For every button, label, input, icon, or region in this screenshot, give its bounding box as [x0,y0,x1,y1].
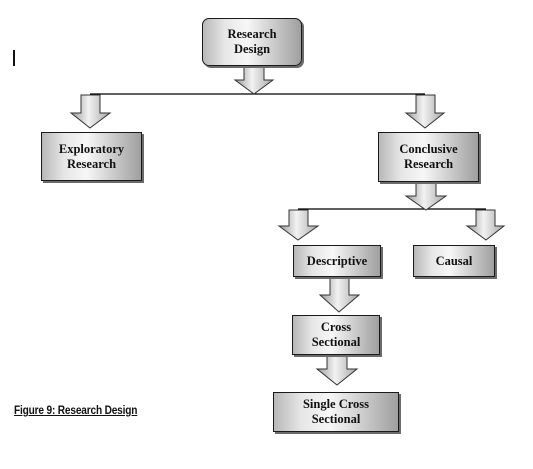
node-research-design-label: Research Design [227,27,277,56]
arrow-to-causal [465,209,506,241]
node-research-design: Research Design [202,18,302,66]
node-descriptive: Descriptive [293,245,381,277]
arrow-to-exploratory [69,94,112,129]
node-causal: Causal [413,245,495,277]
figure-caption: Figure 9: Research Design [14,405,138,417]
arrow-conclusive-down [404,181,448,211]
arrow-to-descriptive [277,209,320,241]
node-single-cross-sectional-label: Single Cross Sectional [302,397,370,426]
node-causal-label: Causal [435,253,473,268]
node-exploratory-research-label: Exploratory Research [58,141,125,171]
node-exploratory-research: Exploratory Research [41,132,142,181]
arrow-to-single-cross-sectional [315,354,359,386]
node-descriptive-label: Descriptive [306,253,368,268]
node-conclusive-research: Conclusive Research [378,132,479,182]
arrow-to-cross-sectional [318,277,361,313]
arrow-to-conclusive [404,94,446,129]
node-cross-sectional: Cross Sectional [292,315,380,355]
node-cross-sectional-label: Cross Sectional [311,320,361,349]
node-single-cross-sectional: Single Cross Sectional [273,392,399,432]
node-conclusive-research-label: Conclusive Research [399,142,458,171]
arrow-root-down [233,65,275,95]
text-cursor-mark [13,50,15,66]
